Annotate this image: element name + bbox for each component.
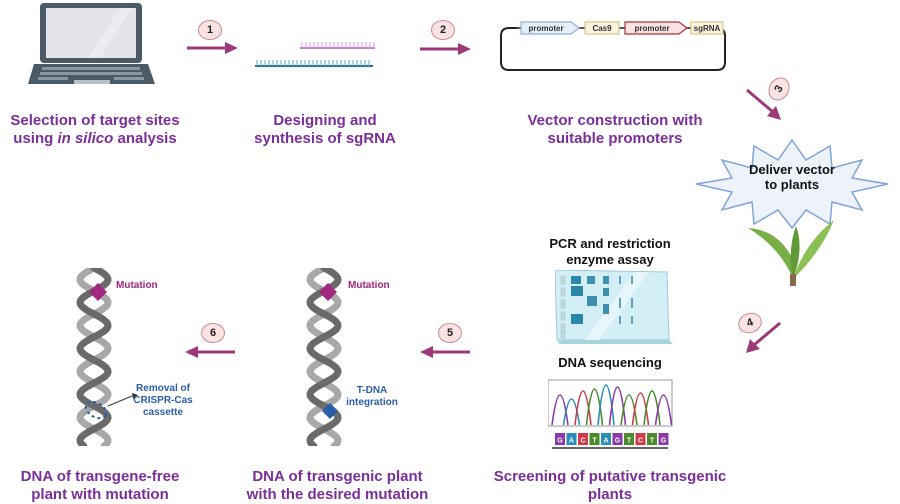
laptop-icon — [28, 3, 155, 84]
removal-line2: CRISPR-Cas — [133, 395, 193, 406]
arrow-down-right-icon — [746, 88, 781, 120]
mutation-label: Mutation — [348, 280, 390, 291]
arrow-left-icon — [420, 346, 470, 358]
removal-line3: cassette — [142, 407, 184, 418]
mutation-label: Mutation — [116, 280, 158, 291]
step6-caption-line2: with the desired mutation — [246, 486, 429, 503]
step5-caption-line2: plants — [587, 486, 633, 503]
dna-helix-transgenic — [306, 268, 342, 446]
vector-segment-promoter-2: promoter — [634, 24, 670, 33]
chromatogram-peak — [631, 392, 650, 426]
step2-caption-line1: Designing and — [273, 112, 377, 129]
tdna-line1: T-DNA — [356, 385, 388, 396]
arrow-right-icon — [187, 42, 238, 54]
vector-segment-sgrna: sgRNA — [693, 24, 721, 33]
base-tag — [612, 433, 623, 445]
pcr-label: PCR and restriction enzyme assay — [530, 236, 690, 268]
dna-strand-dark — [76, 268, 112, 446]
step-badge-1: 1 — [198, 20, 222, 40]
dna-strand-light — [306, 268, 342, 446]
chromatogram-peak — [585, 388, 604, 426]
removed-cassette-marker-icon — [84, 393, 138, 420]
dna-helix-transgene-free — [76, 268, 112, 446]
base-tag — [601, 433, 611, 445]
base-letter: T — [650, 438, 655, 445]
step-badge-2: 2 — [431, 20, 455, 40]
final-caption-line1: DNA of transgene-free — [20, 468, 180, 485]
vector-segment-cas9: Cas9 — [592, 24, 612, 33]
base-letter: A — [603, 438, 608, 445]
chromatogram-peak — [574, 390, 592, 426]
dna-strand-light — [76, 268, 112, 446]
step1-caption-line2: using in silico analysis — [13, 130, 177, 147]
removal-line1: Removal of — [136, 383, 190, 394]
step3-caption: Vector construction with suitable promot… — [495, 112, 735, 148]
base-letter: G — [615, 438, 621, 445]
deliver-vector-line2: to plants — [764, 177, 820, 192]
final-caption: DNA of transgene-free plant with mutatio… — [0, 468, 200, 504]
base-tag — [647, 433, 657, 445]
removal-cassette-label: Removal of CRISPR-Cas cassette — [128, 383, 198, 419]
base-tag — [566, 433, 577, 445]
step1-caption-line1: Selection of target sites — [10, 112, 180, 129]
base-tag — [658, 433, 669, 445]
tdna-line2: integration — [346, 397, 398, 408]
deliver-vector-label: Deliver vector to plants — [742, 162, 842, 192]
starburst-shape — [695, 138, 889, 230]
plant-seedling-icon — [748, 220, 834, 286]
step6-caption-line1: DNA of transgenic plant — [252, 468, 423, 485]
base-letter: C — [638, 438, 643, 445]
base-letter: T — [627, 438, 632, 445]
arrow-left-icon — [185, 346, 235, 358]
base-letter: T — [592, 438, 597, 445]
step5-caption: Screening of putative transgenic plants — [465, 468, 755, 504]
gel-electrophoresis-icon — [555, 270, 673, 344]
step2-caption: Designing and synthesis of sgRNA — [225, 112, 425, 148]
step3-caption-line2: suitable promoters — [547, 130, 683, 147]
step5-caption-line1: Screening of putative transgenic — [493, 468, 727, 485]
step3-caption-line1: Vector construction with — [527, 112, 703, 129]
tdna-integration-label: T-DNA integration — [342, 385, 402, 409]
vector-loop — [500, 21, 726, 71]
step-badge-6: 6 — [201, 323, 225, 343]
mutation-marker-icon — [89, 283, 107, 301]
base-tag — [589, 433, 600, 445]
base-tag — [555, 433, 565, 445]
mutation-marker-icon — [319, 283, 337, 301]
dna-sequencing-label: DNA sequencing — [558, 355, 662, 370]
vector-segment-promoter: promoter — [528, 24, 564, 33]
chromatogram-peak — [620, 394, 638, 426]
step1-caption: Selection of target sites using in silic… — [0, 112, 190, 148]
pcr-label-line1: PCR and restriction — [549, 236, 671, 251]
step-badge-5: 5 — [438, 323, 462, 343]
base-tag — [578, 433, 588, 445]
tdna-integration-marker-icon — [322, 403, 338, 419]
final-caption-line2: plant with mutation — [31, 486, 169, 503]
base-letter: A — [569, 438, 574, 445]
chromatogram-peak — [562, 398, 581, 426]
base-letter: G — [661, 438, 667, 445]
arrow-right-icon — [420, 43, 471, 55]
step2-caption-line2: synthesis of sgRNA — [254, 130, 396, 147]
deliver-vector-line1: Deliver vector — [749, 162, 835, 177]
chromatogram-peak — [551, 394, 569, 426]
chromatogram-peak — [597, 384, 615, 426]
base-tag — [635, 433, 646, 445]
base-letter: C — [580, 438, 585, 445]
base-letter: G — [557, 438, 563, 445]
sgrna-strands-icon — [255, 42, 375, 67]
step6-caption: DNA of transgenic plant with the desired… — [225, 468, 450, 504]
chromatogram-peak — [643, 390, 661, 426]
arrow-down-left-icon — [746, 321, 781, 353]
base-tag — [624, 433, 634, 445]
chromatogram-peak — [654, 394, 673, 426]
dna-strand-dark — [306, 268, 342, 446]
pcr-label-line2: enzyme assay — [566, 252, 654, 267]
